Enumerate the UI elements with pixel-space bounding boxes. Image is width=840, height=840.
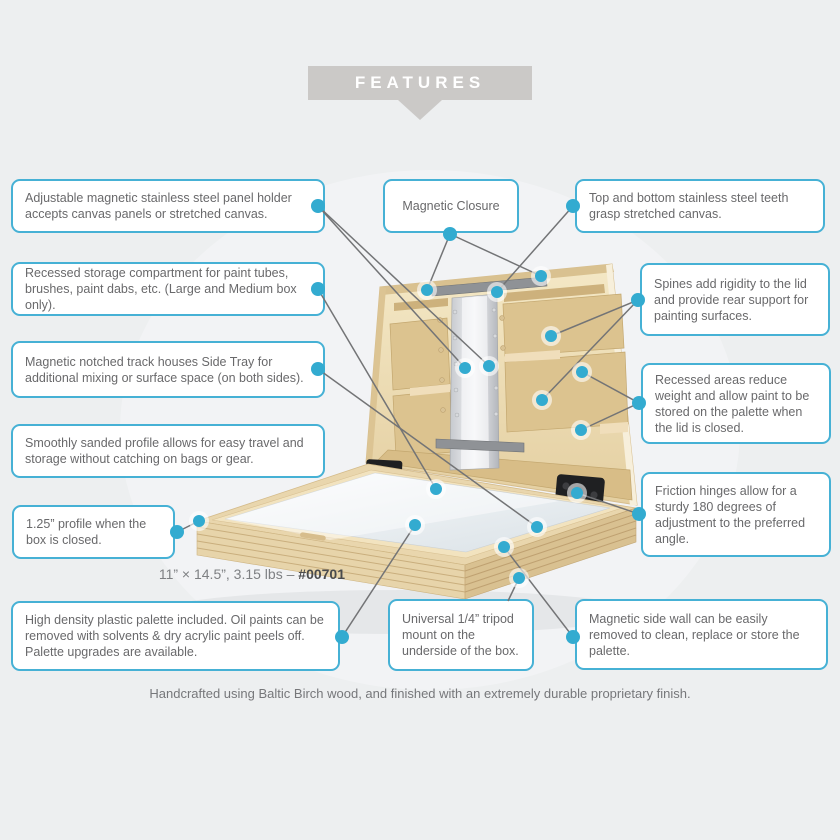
callout-panel-holder: Adjustable magnetic stainless steel pane… bbox=[11, 179, 325, 233]
banner-arrow bbox=[398, 100, 442, 120]
callout-magnetic-closure: Magnetic Closure bbox=[383, 179, 519, 233]
lid-recess bbox=[502, 293, 625, 357]
plywood-stripes-front bbox=[196, 526, 466, 593]
features-banner: FEATURES bbox=[308, 66, 532, 100]
callout-canvas-teeth: Top and bottom stainless steel teeth gra… bbox=[575, 179, 825, 233]
footer-note: Handcrafted using Baltic Birch wood, and… bbox=[0, 686, 840, 701]
callout-storage-compartment: Recessed storage compartment for paint t… bbox=[11, 262, 325, 316]
callout-text: Universal 1/4” tripod mount on the under… bbox=[402, 612, 519, 658]
callout-friction-hinges: Friction hinges allow for a sturdy 180 d… bbox=[641, 472, 831, 557]
callout-text: 1.25” profile when the box is closed. bbox=[26, 517, 147, 547]
lid-recess bbox=[504, 351, 629, 433]
callout-text: Magnetic side wall can be easily removed… bbox=[589, 611, 800, 658]
features-banner-label: FEATURES bbox=[354, 73, 486, 92]
callout-spines: Spines add rigidity to the lid and provi… bbox=[640, 263, 830, 336]
callout-side-wall: Magnetic side wall can be easily removed… bbox=[575, 599, 828, 670]
footer-text: Handcrafted using Baltic Birch wood, and… bbox=[149, 686, 691, 701]
handle-slot bbox=[300, 532, 326, 541]
callout-text: Recessed storage compartment for paint t… bbox=[25, 266, 297, 312]
callout-text: Adjustable magnetic stainless steel pane… bbox=[25, 191, 292, 221]
callout-text: Spines add rigidity to the lid and provi… bbox=[654, 276, 809, 323]
spine-ridge bbox=[600, 422, 628, 434]
callout-closed-profile: 1.25” profile when the box is closed. bbox=[12, 505, 175, 559]
product-specs: 11” × 14.5”, 3.15 lbs – #00701 bbox=[95, 566, 345, 582]
callout-notched-track: Magnetic notched track houses Side Tray … bbox=[11, 341, 325, 398]
callout-text: Recessed areas reduce weight and allow p… bbox=[655, 372, 810, 435]
lid-groove-right bbox=[504, 284, 605, 302]
specs-text: 11” × 14.5”, 3.15 lbs – bbox=[158, 566, 299, 582]
callout-text: Magnetic Closure bbox=[402, 199, 500, 213]
callout-palette: High density plastic palette included. O… bbox=[11, 601, 340, 671]
specs-sku: #00701 bbox=[298, 566, 345, 582]
callout-recessed-areas: Recessed areas reduce weight and allow p… bbox=[641, 363, 831, 444]
callout-sanded-profile: Smoothly sanded profile allows for easy … bbox=[11, 424, 325, 478]
callout-text: Smoothly sanded profile allows for easy … bbox=[25, 436, 304, 466]
callout-text: Magnetic notched track houses Side Tray … bbox=[25, 354, 304, 385]
callout-text: Top and bottom stainless steel teeth gra… bbox=[589, 191, 789, 221]
callout-text: High density plastic palette included. O… bbox=[25, 613, 324, 659]
callout-tripod-mount: Universal 1/4” tripod mount on the under… bbox=[388, 599, 534, 671]
callout-text: Friction hinges allow for a sturdy 180 d… bbox=[655, 483, 806, 546]
easel-lid bbox=[365, 263, 638, 506]
